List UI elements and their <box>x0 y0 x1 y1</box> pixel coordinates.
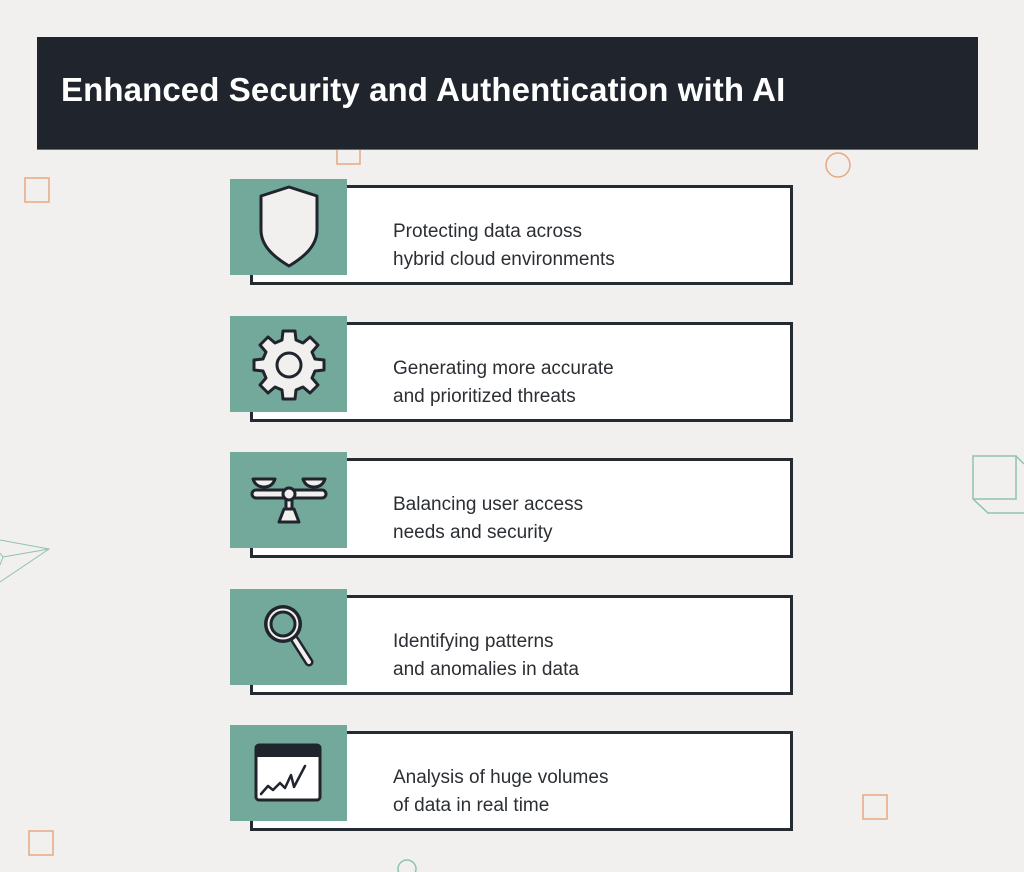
decorative-circle <box>825 152 851 178</box>
feature-card-data-protection: Protecting data across hybrid cloud envi… <box>230 179 795 289</box>
feature-card-threat-prioritization: Generating more accurate and prioritized… <box>230 316 795 426</box>
card-text-line: Analysis of huge volumes <box>393 767 609 788</box>
decorative-square <box>336 148 361 165</box>
card-text: Generating more accurate and prioritized… <box>393 355 793 411</box>
shield-icon <box>259 185 318 268</box>
card-text-line: hybrid cloud environments <box>393 249 615 270</box>
icon-tile <box>230 316 347 412</box>
feature-card-realtime-analysis: Analysis of huge volumes of data in real… <box>230 725 795 835</box>
decorative-square <box>862 794 888 820</box>
card-text: Identifying patterns and anomalies in da… <box>393 628 793 684</box>
balance-scale-icon <box>250 477 327 524</box>
title-banner: Enhanced Security and Authentication wit… <box>37 37 978 150</box>
page-title: Enhanced Security and Authentication wit… <box>61 71 786 108</box>
decorative-square <box>28 830 54 856</box>
card-text-line: Protecting data across <box>393 221 583 242</box>
feature-card-access-balance: Balancing user access needs and security <box>230 452 795 562</box>
decorative-paper-plane <box>0 539 51 583</box>
decorative-circle <box>397 859 417 872</box>
icon-tile <box>230 179 347 275</box>
decorative-square <box>24 177 50 203</box>
card-text: Protecting data across hybrid cloud envi… <box>393 218 793 274</box>
decorative-cube <box>972 455 1024 514</box>
card-text: Analysis of huge volumes of data in real… <box>393 764 793 820</box>
icon-tile <box>230 452 347 548</box>
icon-tile <box>230 725 347 821</box>
chart-window-icon <box>254 743 321 802</box>
card-text: Balancing user access needs and security <box>393 491 793 547</box>
card-text-line: and anomalies in data <box>393 659 579 680</box>
card-text-line: Balancing user access <box>393 494 584 515</box>
card-text-line: and prioritized threats <box>393 386 576 407</box>
gear-icon <box>252 329 325 401</box>
card-text-line: needs and security <box>393 522 553 543</box>
feature-card-anomaly-detection: Identifying patterns and anomalies in da… <box>230 589 795 699</box>
card-text-line: Generating more accurate <box>393 358 614 379</box>
card-text-line: Identifying patterns <box>393 631 554 652</box>
magnifying-glass-icon <box>263 605 313 667</box>
card-text-line: of data in real time <box>393 795 550 816</box>
icon-tile <box>230 589 347 685</box>
